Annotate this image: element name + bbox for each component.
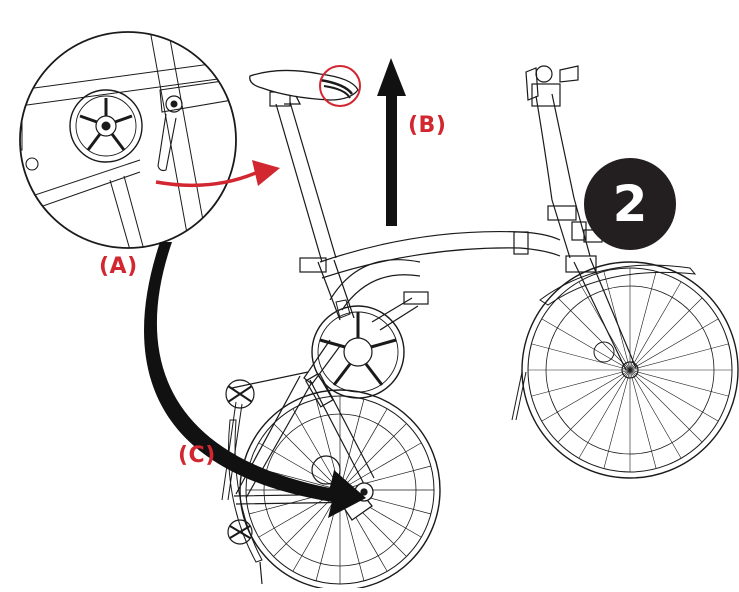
label-a: (A) <box>99 254 138 279</box>
front-wheel <box>512 262 738 478</box>
lift-up-arrow <box>377 58 406 226</box>
label-b: (B) <box>408 113 446 138</box>
seatpost <box>270 92 354 320</box>
fold-down-arrow <box>144 242 366 518</box>
label-c: (C) <box>178 443 216 468</box>
seatpost-clamp-detail <box>16 28 240 250</box>
step-number-badge: 2 <box>584 158 676 250</box>
saddle <box>250 70 358 104</box>
main-frame <box>300 232 560 310</box>
